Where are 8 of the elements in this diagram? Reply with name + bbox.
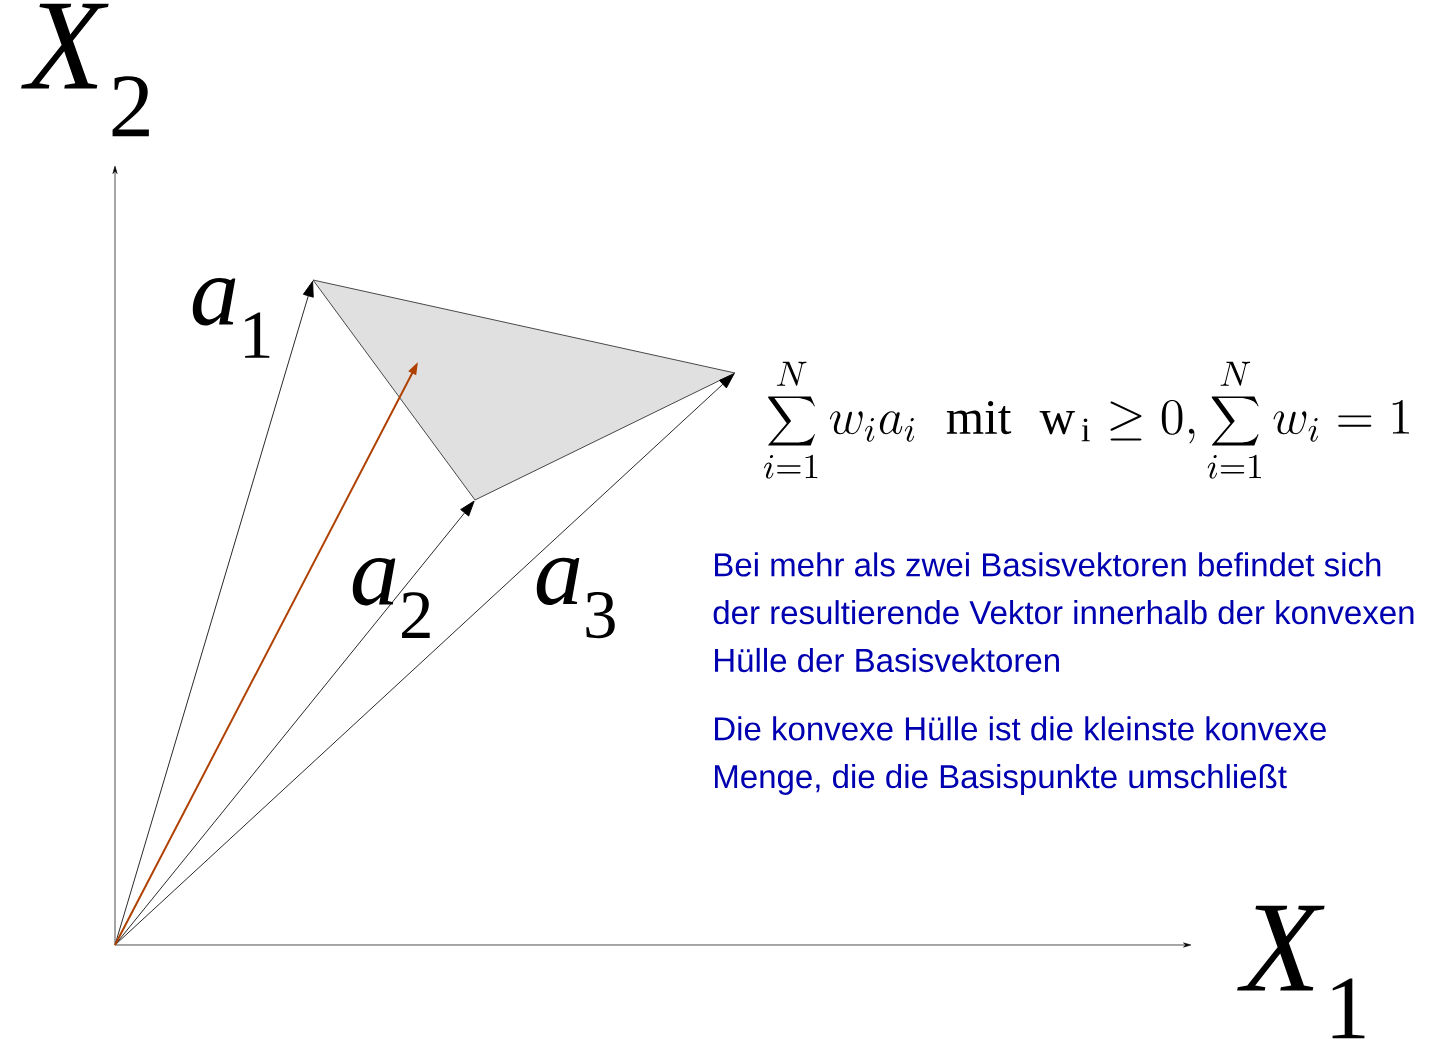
note-text: Bei mehr als zwei Basisvektoren befindet sich der resultierende Vektor innerhalb der konvexen Hülle der Basisvektoren [713, 552, 1414, 673]
note-text: Die konvexe Hülle ist die kleinste konvexe Menge, die die Basispunkte umschließt [715, 716, 1326, 795]
formula: $\sum_{i=1}^{N} w_i a_i \;\;\mathrm{mit}\;\; \mathrm{w}_{\,\mathrm{i}} \geq 0, \sum_{i=1}^{N} w_i = 1$ [764, 361, 1409, 479]
axis-label: X$_{2}$ [21, 3, 149, 137]
vector-label: a$_{1}$ [192, 278, 270, 358]
vector-label: a$_{3}$ [536, 557, 615, 639]
axis-label: X$_{1}$ [1237, 905, 1365, 1039]
vector-label: a$_{2}$ [352, 558, 430, 638]
